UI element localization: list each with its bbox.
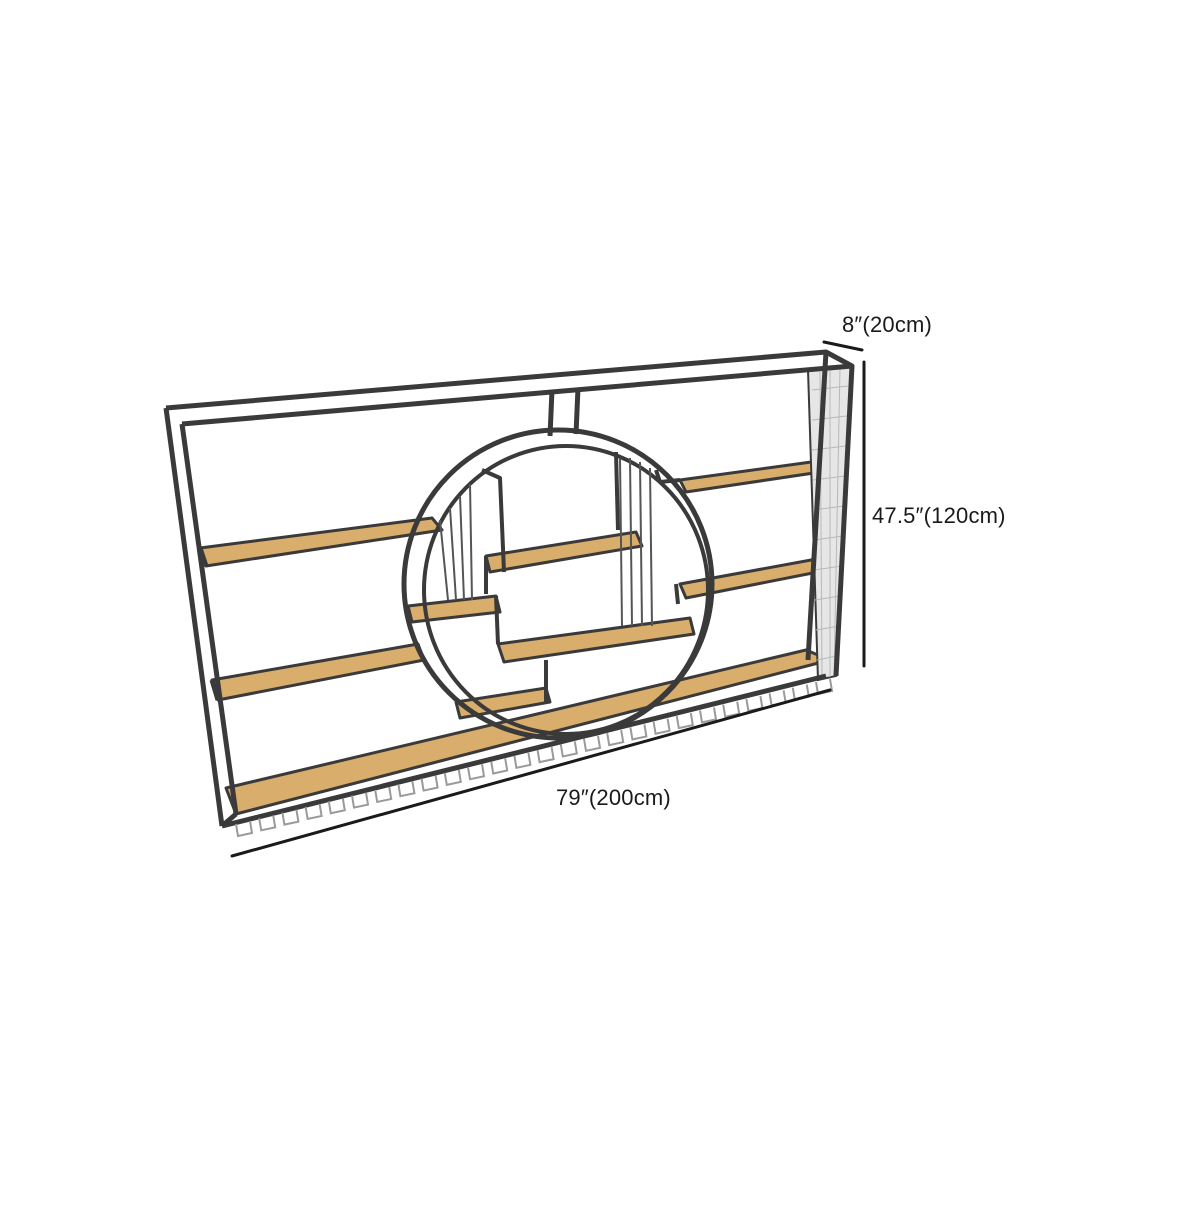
- glass-hanger: [722, 701, 741, 718]
- glass-hanger: [420, 775, 439, 792]
- shelf-circle-left: [406, 594, 502, 624]
- glass-hanger: [397, 781, 416, 798]
- width-dimension-line: [230, 688, 832, 858]
- glass-hanger: [559, 741, 578, 758]
- wood-shelves: [198, 458, 836, 816]
- circle-frame: [401, 427, 715, 741]
- shelf-circle-top: [484, 530, 644, 574]
- shelf-circle-bottom: [454, 686, 552, 720]
- glass-hanger: [699, 707, 718, 724]
- glass-hanger: [235, 820, 254, 838]
- dimension-lines: [230, 340, 866, 858]
- depth-label: 8″(20cm): [842, 312, 933, 337]
- glass-hanger: [583, 735, 602, 752]
- glass-hanger: [374, 786, 393, 804]
- shelf-circle-center: [496, 616, 696, 664]
- glass-hanger: [304, 803, 323, 821]
- glass-hanger: [652, 718, 671, 735]
- depth-dimension-line: [822, 340, 864, 352]
- glass-hanger: [327, 798, 346, 815]
- height-label: 47.5″(120cm): [872, 503, 1006, 528]
- inner-rods: [439, 457, 653, 627]
- glass-hanger: [513, 752, 532, 770]
- glass-hanger: [606, 729, 625, 747]
- glass-hanger: [629, 724, 648, 741]
- glass-hanger: [258, 815, 277, 832]
- glass-hanger: [536, 746, 555, 764]
- metal-frame: [163, 349, 855, 829]
- shelf-left-middle: [210, 642, 426, 702]
- inner-partitions: [481, 451, 681, 702]
- width-label: 79″(200cm): [556, 785, 671, 810]
- glass-hanger: [281, 809, 300, 826]
- glass-hanger: [490, 758, 509, 775]
- glass-hanger: [351, 792, 370, 809]
- glass-hanger: [675, 712, 694, 730]
- shelf-right-middle: [678, 556, 830, 600]
- glass-hanger: [467, 764, 486, 781]
- glass-hanger: [443, 769, 462, 787]
